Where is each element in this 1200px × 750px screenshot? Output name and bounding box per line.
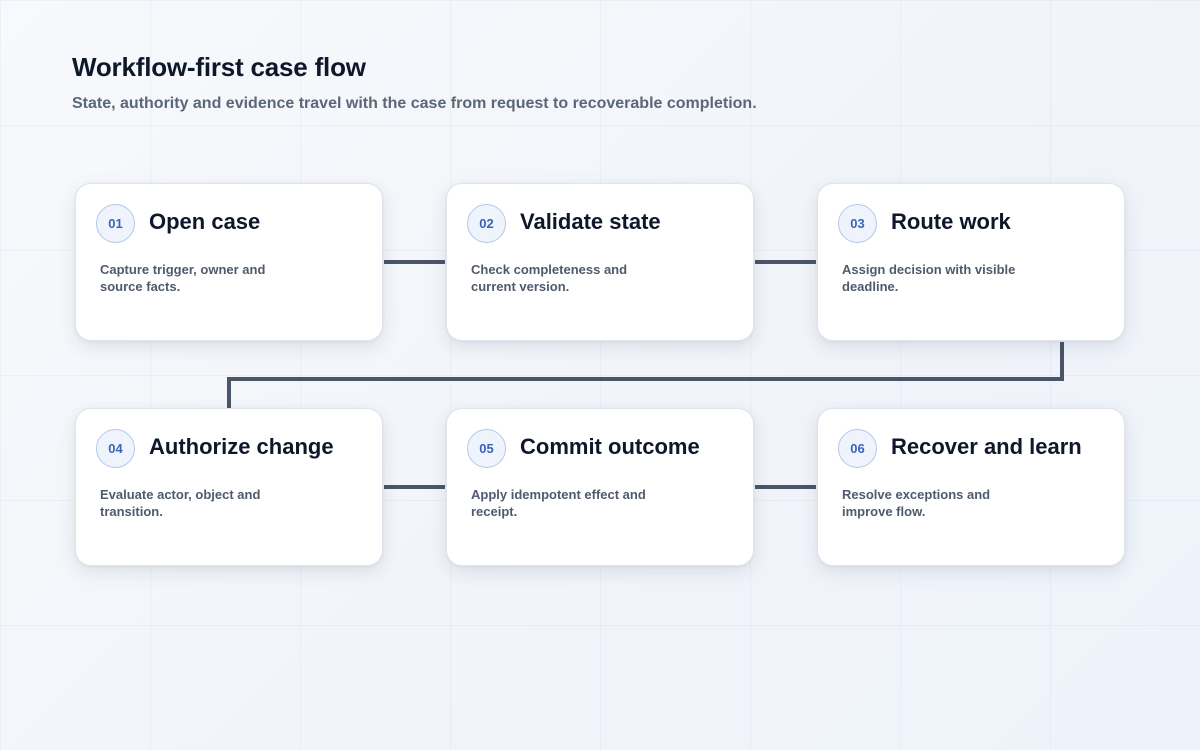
step-number-badge: 03 <box>838 204 877 243</box>
step-description: Resolve exceptions and improve flow. <box>842 487 991 519</box>
step-description: Capture trigger, owner and source facts. <box>100 262 266 294</box>
step-card-validate-state: 02 Validate state Check completeness and… <box>446 183 754 341</box>
step-card-open-case: 01 Open case Capture trigger, owner and … <box>75 183 383 341</box>
step-card-recover-and-learn: 06 Recover and learn Resolve exceptions … <box>817 408 1125 566</box>
step-number-badge: 04 <box>96 429 135 468</box>
step-card-authorize-change: 04 Authorize change Evaluate actor, obje… <box>75 408 383 566</box>
step-card-route-work: 03 Route work Assign decision with visib… <box>817 183 1125 341</box>
step-description: Evaluate actor, object and transition. <box>100 487 261 519</box>
step-card-commit-outcome: 05 Commit outcome Apply idempotent effec… <box>446 408 754 566</box>
step-title: Authorize change <box>149 434 334 459</box>
step-number-badge: 05 <box>467 429 506 468</box>
step-title: Open case <box>149 209 261 234</box>
step-number-badge: 06 <box>838 429 877 468</box>
page-subtitle: State, authority and evidence travel wit… <box>72 95 757 112</box>
step-description: Assign decision with visible deadline. <box>842 262 1016 294</box>
page-title: Workflow-first case flow <box>72 52 366 82</box>
step-description: Apply idempotent effect and receipt. <box>471 487 646 519</box>
step-title: Validate state <box>520 209 661 234</box>
step-description: Check completeness and current version. <box>471 262 628 294</box>
step-title: Commit outcome <box>520 434 700 459</box>
step-number-badge: 02 <box>467 204 506 243</box>
step-title: Recover and learn <box>891 434 1082 459</box>
connector-03-04 <box>227 342 1064 408</box>
step-title: Route work <box>891 209 1011 234</box>
step-number-badge: 01 <box>96 204 135 243</box>
